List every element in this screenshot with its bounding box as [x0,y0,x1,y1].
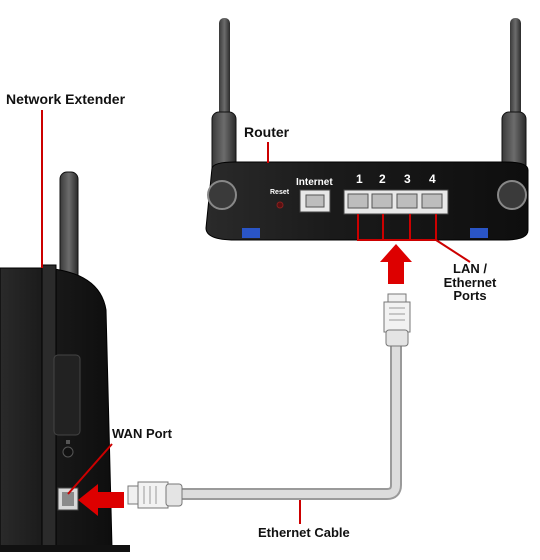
reset-button[interactable] [276,201,284,209]
router-left-bumper [207,180,237,210]
lan-insert-arrow [380,244,412,284]
ethernet-cable [127,293,411,524]
extender-led [62,446,74,458]
router-right-foot [470,228,488,238]
extender-panel-recess [53,354,81,436]
wan-port-label: WAN Port [112,426,172,441]
router-left-foot [242,228,260,238]
lan-port-number-2: 2 [379,172,386,186]
lan-port-group [343,189,449,215]
network-extender-label: Network Extender [6,91,126,107]
internet-port-label: Internet [296,177,333,188]
lan-port-number-4: 4 [429,172,436,186]
lan-ports-label: LAN / Ethernet Ports [426,262,514,303]
reset-label: Reset [270,189,290,196]
wan-insert-arrow [78,484,124,516]
router [205,18,529,241]
lan-port-number-1: 1 [356,172,363,186]
network-extender [0,171,130,552]
wan-port-jack [62,492,74,506]
router-label: Router [244,124,290,140]
wan-callout-line [67,443,113,495]
cable-connector-extender-end [127,481,183,509]
lan-port-2 [371,193,393,209]
lan-ports-label-text: LAN / Ethernet Ports [443,261,497,304]
lan-ports-callout [357,214,471,263]
extender-base [0,545,130,552]
ethernet-cable-label: Ethernet Cable [258,525,350,540]
cable-connector-router-end [383,293,411,347]
extender-indicator [66,440,70,444]
lan-port-3 [396,193,418,209]
router-right-bumper [497,180,527,210]
lan-port-4 [421,193,443,209]
lan-port-1 [347,193,369,209]
lan-port-number-3: 3 [404,172,411,186]
internet-port-jack [305,194,325,208]
